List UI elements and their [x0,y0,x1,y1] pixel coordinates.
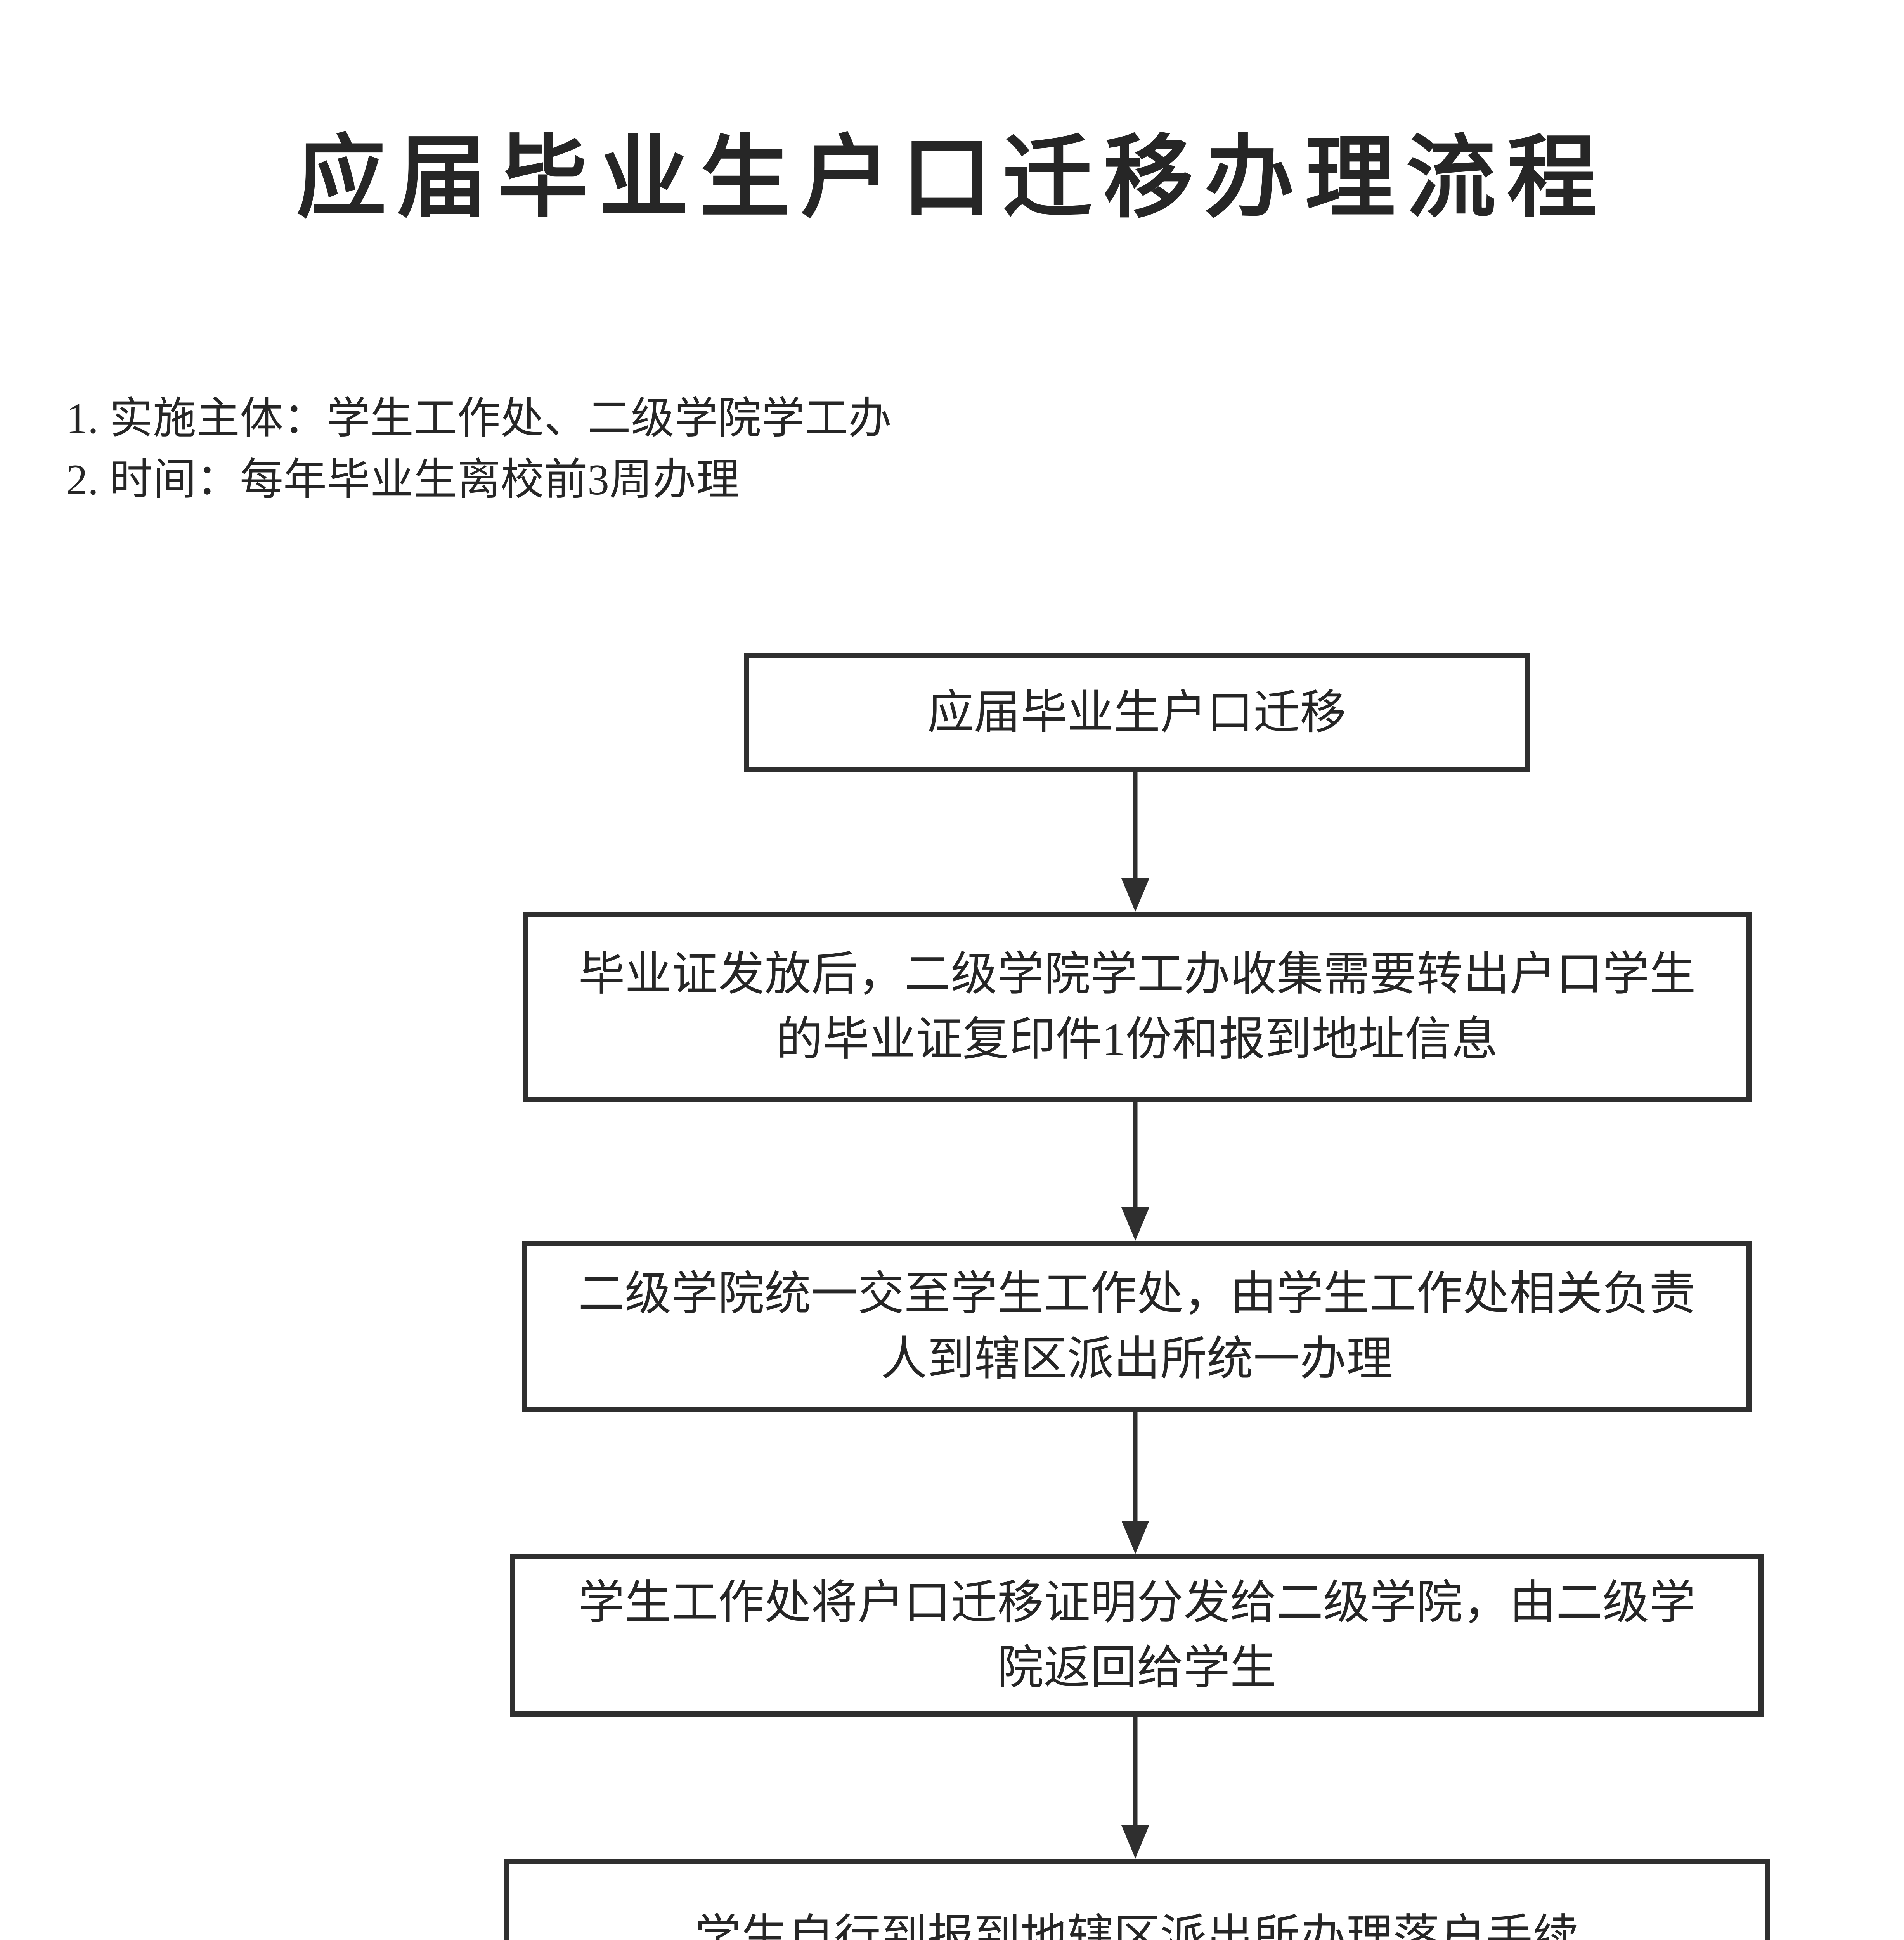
intro-note-1: 1. 实施主体：学生工作处、二级学院学工办 [66,395,892,443]
arrow-shaft [1133,1412,1138,1522]
flow-box-settle-label: 学生自行到报到地辖区派出所办理落户手续 [695,1911,1579,1940]
arrow-down-icon [1121,1825,1149,1859]
page-title: 应届毕业生户口迁移办理流程 [296,128,1608,228]
flow-box-settle: 学生自行到报到地辖区派出所办理落户手续 [504,1859,1770,1940]
arrow-down-icon [1121,878,1149,912]
arrow-down-icon [1121,1521,1149,1554]
arrow-down-icon [1121,1207,1149,1241]
flow-box-submit: 二级学院统一交至学生工作处，由学生工作处相关负责人到辖区派出所统一办理 [522,1241,1752,1412]
intro-note-2: 2. 时间：每年毕业生离校前3周办理 [66,456,740,504]
flow-box-collect: 毕业证发放后，二级学院学工办收集需要转出户口学生的毕业证复印件1份和报到地址信息 [523,912,1752,1102]
flow-box-distribute-label: 学生工作处将户口迁移证明分发给二级学院，由二级学院返回给学生 [578,1576,1696,1694]
flow-connector-4 [1121,1717,1149,1859]
flow-box-start: 应届毕业生户口迁移 [744,653,1530,772]
flow-box-distribute: 学生工作处将户口迁移证明分发给二级学院，由二级学院返回给学生 [510,1554,1764,1717]
arrow-shaft [1133,772,1138,880]
flow-connector-3 [1121,1412,1149,1554]
arrow-shaft [1133,1717,1138,1827]
flow-connector-2 [1121,1102,1149,1241]
arrow-shaft [1133,1102,1138,1209]
flow-box-submit-label: 二级学院统一交至学生工作处，由学生工作处相关负责人到辖区派出所统一办理 [578,1268,1696,1385]
flow-box-collect-label: 毕业证发放后，二级学院学工办收集需要转出户口学生的毕业证复印件1份和报到地址信息 [578,948,1696,1065]
flow-box-start-label: 应届毕业生户口迁移 [927,686,1346,738]
flow-connector-1 [1121,772,1149,912]
intro-notes: 1. 实施主体：学生工作处、二级学院学工办 2. 时间：每年毕业生离校前3周办理 [66,388,892,511]
